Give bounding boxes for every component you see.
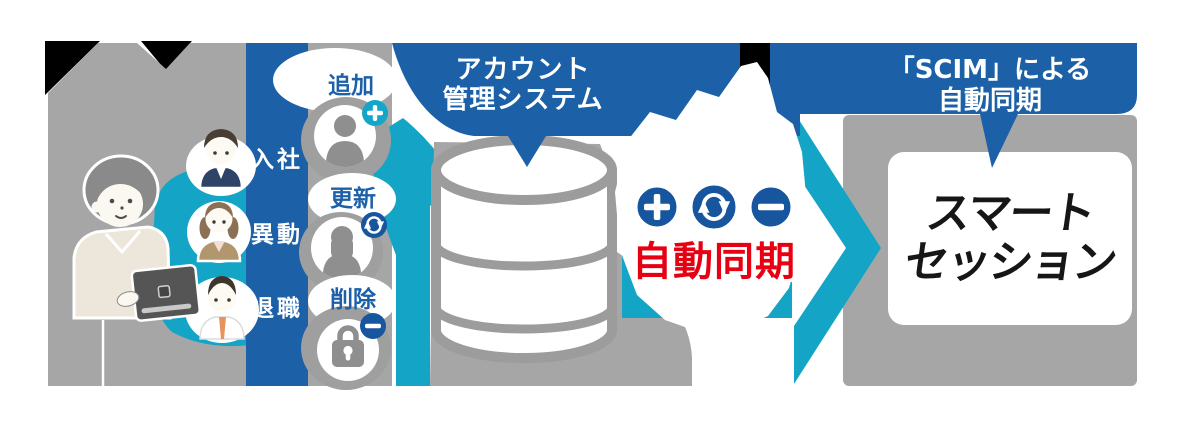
- sync-plus-icon: [634, 184, 680, 230]
- auto-sync-label: 自動同期: [632, 239, 796, 285]
- sync-refresh-icon: [689, 182, 739, 232]
- operation-update: [299, 173, 396, 292]
- event-label-transfer: 異動: [251, 222, 303, 248]
- admin-person: [72, 154, 201, 386]
- operation-add: [273, 48, 397, 183]
- event-avatars: [185, 129, 259, 343]
- black-accent-shapes: [45, 41, 192, 95]
- operation-label-add: 追加: [328, 73, 374, 99]
- event-label-retire: 退職: [251, 296, 303, 322]
- avatar-new-hire: [186, 129, 256, 196]
- operation-label-update: 更新: [330, 186, 376, 212]
- lock-icon: [332, 325, 364, 367]
- cloud: [273, 48, 397, 112]
- operation-label-delete: 削除: [330, 287, 376, 313]
- account-system-bubble-line2: 管理システム: [442, 85, 604, 115]
- account-system-bubble-line1: アカウント: [455, 55, 591, 85]
- event-label-join: 入社: [251, 147, 303, 173]
- database-icon: [431, 135, 617, 363]
- product-logo-line2: セッション: [901, 237, 1119, 288]
- laptop: [130, 263, 201, 322]
- person-icon: [326, 115, 364, 167]
- sync-minus-icon: [748, 184, 794, 230]
- product-box: [888, 152, 1132, 325]
- avatar-retire: [185, 276, 259, 343]
- plus-badge-icon: [362, 100, 388, 126]
- scim-bubble-line2: 自動同期: [937, 86, 1042, 116]
- refresh-badge-icon: [361, 212, 387, 238]
- operation-delete: [301, 275, 396, 390]
- minus-badge-icon: [360, 313, 386, 339]
- avatar-transfer: [187, 201, 251, 263]
- person-icon: [323, 226, 361, 279]
- product-logo-line1: スマート: [923, 188, 1098, 239]
- scim-bubble-line1: 「SCIM」による: [888, 55, 1092, 85]
